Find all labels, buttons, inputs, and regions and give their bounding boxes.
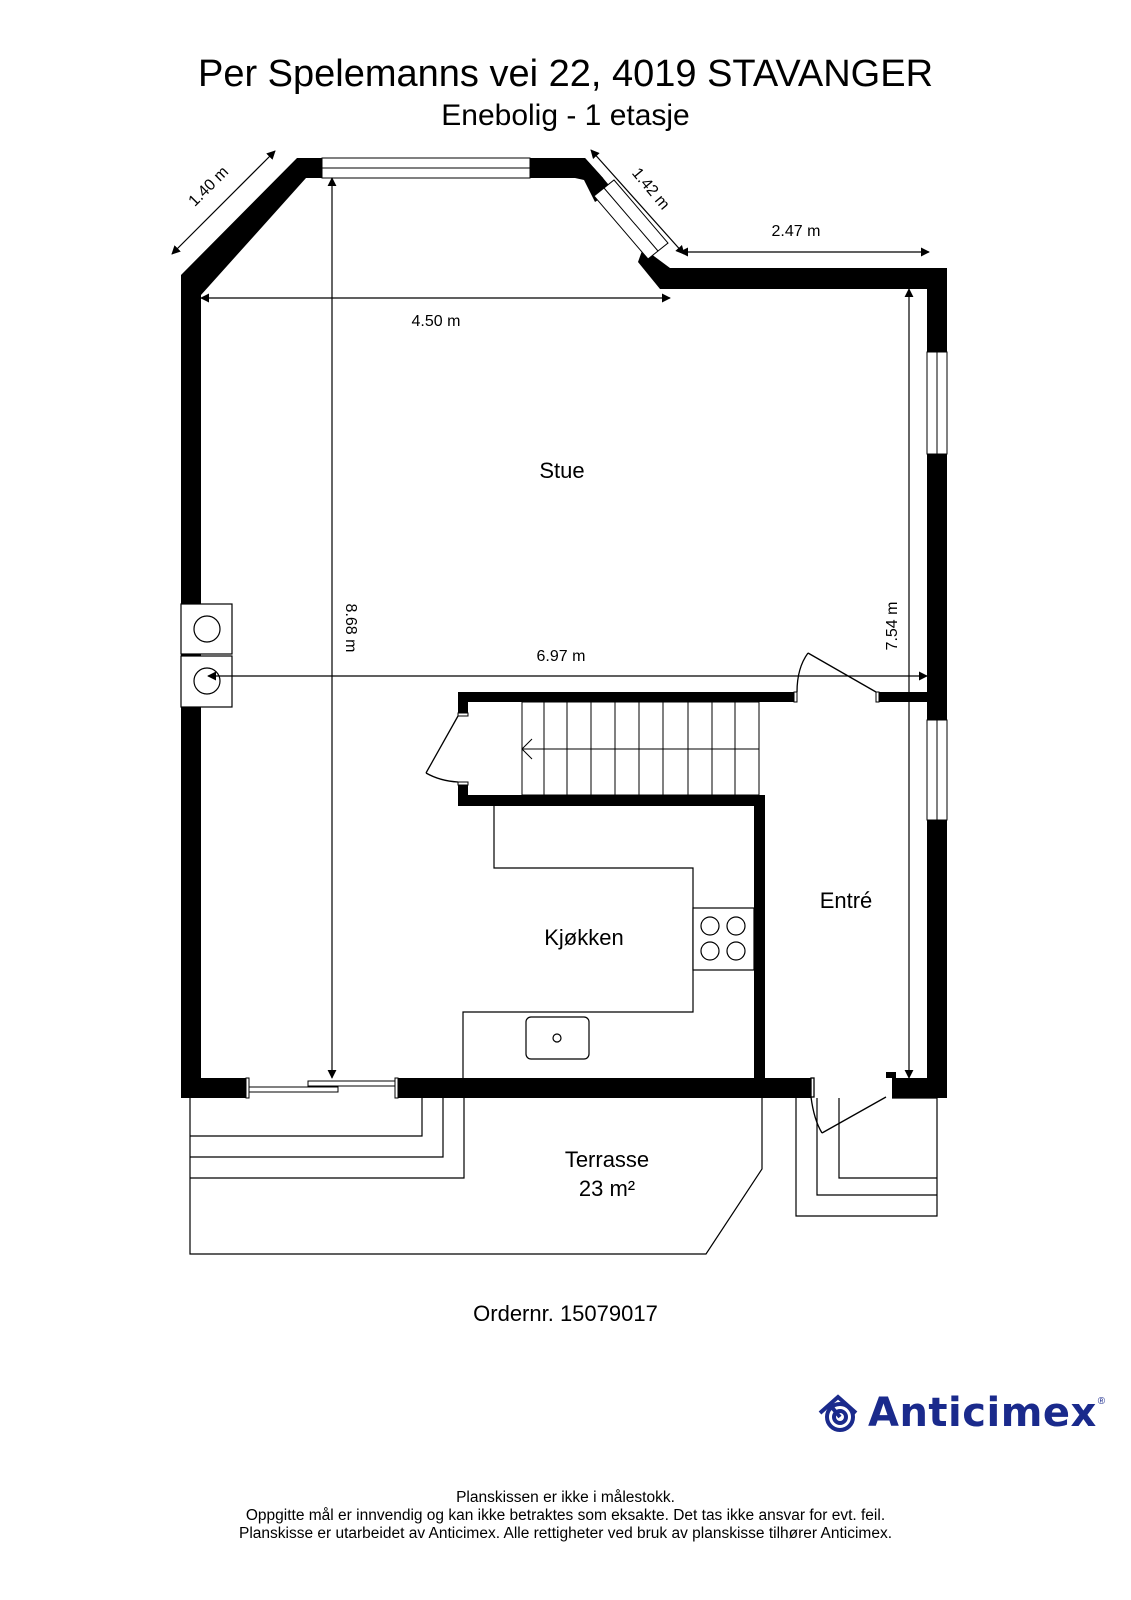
door-jambs — [457, 691, 880, 786]
dim-top-right: 2.47 m — [772, 223, 821, 240]
page-subtitle: Enebolig - 1 etasje — [441, 99, 690, 132]
dim-height-right: 7.54 m — [884, 602, 901, 651]
disclaimer-line-3: Planskisse er utarbeidet av Anticimex. A… — [238, 1525, 892, 1542]
sliding-door-terrace — [245, 1077, 399, 1099]
entrance-steps — [795, 1097, 938, 1217]
door-front — [810, 1077, 887, 1134]
kitchen-counters — [462, 806, 755, 1078]
logo-registered-mark: ® — [1097, 1396, 1106, 1407]
dim-height-left: 8.68 m — [342, 604, 359, 653]
room-label-terrasse-area: 23 m² — [579, 1176, 635, 1201]
window-right-upper — [926, 351, 948, 455]
anticimex-logo: Anticimex ® — [816, 1390, 1105, 1436]
disclaimer-line-1: Planskissen er ikke i målestokk. — [456, 1489, 675, 1506]
exterior-walls — [181, 158, 947, 1098]
room-label-terrasse: Terrasse — [565, 1147, 649, 1172]
fireplace — [180, 603, 233, 708]
staircase — [521, 701, 760, 796]
room-label-kjokken: Kjøkken — [544, 925, 623, 950]
room-label-entre: Entré — [820, 888, 873, 913]
dim-width-total: 6.97 m — [537, 648, 586, 665]
window-right-lower — [926, 719, 948, 821]
door-stair — [425, 715, 459, 783]
door-stue-entre — [796, 652, 877, 693]
room-label-stue: Stue — [539, 458, 584, 483]
dim-width-stue: 4.50 m — [412, 313, 461, 330]
anticimex-logo-icon — [818, 1394, 858, 1432]
dimension-lines — [171, 149, 930, 1079]
dim-diag-left: 1.40 m — [186, 164, 233, 211]
interior-walls — [458, 692, 927, 1078]
window-top — [321, 157, 531, 179]
order-number: Ordernr. 15079017 — [473, 1301, 658, 1326]
page-title: Per Spelemanns vei 22, 4019 STAVANGER — [197, 53, 934, 95]
terrace-outline — [189, 1098, 763, 1255]
logo-text: Anticimex — [868, 1390, 1097, 1436]
disclaimer-line-2: Oppgitte mål er innvendig og kan ikke be… — [245, 1507, 886, 1524]
disclaimer: Planskissen er ikke i målestokk. Oppgitt… — [0, 1489, 1131, 1543]
